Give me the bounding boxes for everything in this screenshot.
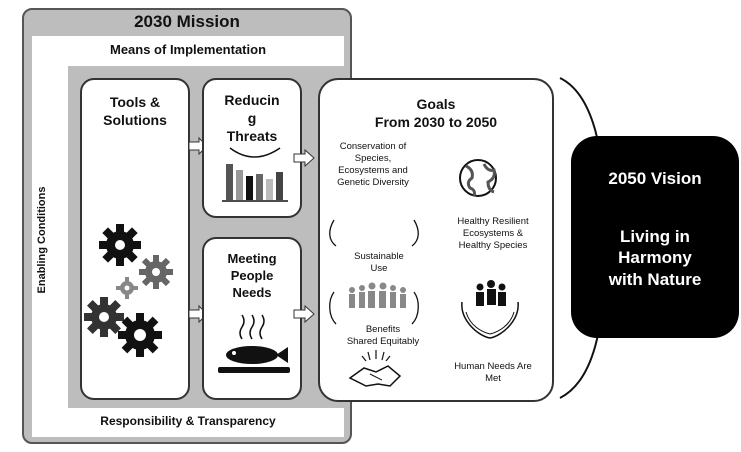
mission-title: 2030 Mission	[134, 12, 240, 31]
tools-solutions-box: Tools & Solutions	[80, 78, 190, 400]
globe-icon	[459, 159, 497, 197]
hands-people-icon	[461, 280, 519, 339]
human-line-2: Met	[485, 372, 501, 384]
healthy-line-2: Ecosystems &	[462, 227, 524, 239]
vision-box: 2050 Vision Living in Harmony with Natur…	[571, 136, 739, 338]
meeting-title-3: Needs	[232, 285, 272, 300]
gears-icon	[84, 224, 173, 357]
human-needs-label: Human Needs Are Met	[430, 361, 556, 385]
sustainable-line-2: Use	[370, 262, 388, 274]
vision-title: 2050 Vision	[608, 169, 702, 188]
reducing-title-2: g	[247, 110, 257, 126]
fish-dish-icon	[218, 314, 290, 373]
handshake-icon	[348, 350, 402, 387]
healthy-label: Healthy Resilient Ecosystems & Healthy S…	[430, 216, 556, 252]
conservation-line-2: Species,	[354, 152, 392, 164]
tools-title-2: Solutions	[103, 112, 167, 128]
vision-subtitle: Living in Harmony with Nature	[571, 226, 739, 290]
cycle-arrows-icon	[329, 219, 419, 325]
reducing-threats-box: Reducin g Threats	[202, 78, 302, 218]
goals-title-1: Goals	[416, 96, 456, 112]
enabling-conditions-label: Enabling Conditions	[36, 186, 48, 294]
declining-bars-icon	[222, 147, 288, 202]
healthy-line-3: Healthy Species	[458, 239, 528, 251]
arrow-meeting-to-goals	[293, 304, 315, 324]
healthy-line-1: Healthy Resilient	[457, 216, 529, 227]
vision-line-2: Harmony	[618, 248, 692, 268]
conservation-label: Conservation of Species, Ecosystems and …	[324, 141, 422, 189]
benefits-line-1: Benefits	[365, 324, 401, 335]
meeting-title-1: Meeting	[227, 251, 277, 266]
arrow-reducing-to-goals	[293, 148, 315, 168]
reducing-title-1: Reducin	[224, 92, 280, 108]
vision-line-1: Living in	[620, 227, 690, 246]
goals-box: Goals From 2030 to 2050 Conservation of …	[318, 78, 554, 402]
meeting-people-needs-box: Meeting People Needs	[202, 237, 302, 400]
means-of-implementation-label: Means of Implementation	[109, 42, 267, 57]
meeting-title-2: People	[230, 268, 274, 283]
tools-title-1: Tools &	[109, 94, 161, 110]
vision-line-3: with Nature	[608, 269, 702, 289]
goals-title-2: From 2030 to 2050	[374, 114, 498, 130]
conservation-line-3: Ecosystems and	[338, 164, 408, 176]
reducing-title-3: Threats	[226, 128, 278, 144]
sustainable-line-1: Sustainable	[354, 251, 404, 262]
people-group-icon	[349, 282, 406, 308]
conservation-line-1: Conservation of	[339, 141, 407, 152]
benefits-label: Benefits Shared Equitably	[340, 324, 426, 348]
sustainable-use-label: Sustainable Use	[340, 251, 418, 275]
conservation-line-4: Genetic Diversity	[337, 176, 409, 188]
human-line-1: Human Needs Are	[454, 361, 532, 372]
responsibility-label: Responsibility & Transparency	[100, 414, 276, 428]
benefits-line-2: Shared Equitably	[346, 335, 420, 347]
